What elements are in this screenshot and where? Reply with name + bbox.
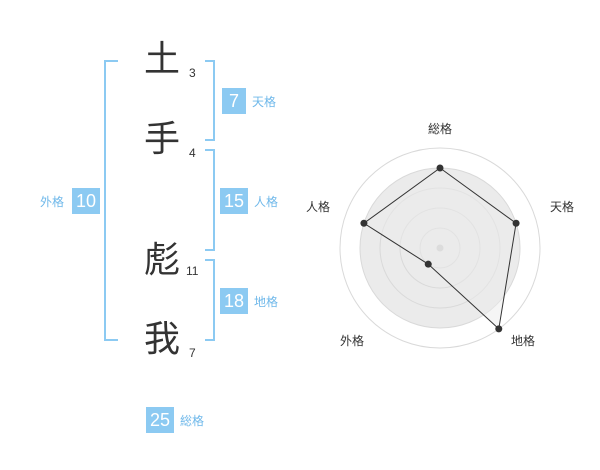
jin-bracket (205, 149, 215, 251)
sou-value-badge: 25 (146, 407, 174, 433)
stroke-count-2: 4 (189, 146, 196, 160)
gai-label: 外格 (40, 195, 65, 209)
stroke-count-4: 7 (189, 346, 196, 360)
chi-value-badge: 18 (220, 288, 248, 314)
radar-point-2 (495, 325, 503, 333)
stroke-count-3: 11 (186, 264, 199, 278)
ten-value-badge: 7 (222, 88, 246, 114)
radar-point-1 (512, 219, 520, 227)
stroke-count-1: 3 (189, 66, 196, 80)
name-char-1: 土 (144, 39, 181, 80)
radar-series-polygon (363, 167, 517, 330)
radar-ring-5 (339, 147, 541, 349)
name-char-4: 我 (144, 319, 181, 360)
chi-bracket (205, 259, 215, 341)
name-char-2: 手 (144, 119, 181, 160)
jin-value-badge: 15 (220, 188, 248, 214)
radar-label-sou: 総格 (428, 122, 453, 136)
name-char-3: 彪 (144, 240, 181, 281)
radar-label-ten: 天格 (550, 200, 575, 214)
radar-label-chi: 地格 (511, 334, 536, 348)
jin-label: 人格 (254, 195, 279, 209)
chi-label: 地格 (254, 295, 279, 309)
radar-point-4 (360, 219, 368, 227)
gai-bracket (104, 60, 118, 341)
gai-value-badge: 10 (72, 188, 100, 214)
ten-bracket (205, 60, 215, 141)
radar-label-gai: 外格 (340, 334, 365, 348)
radar-point-0 (436, 164, 444, 172)
sou-label: 総格 (180, 414, 205, 428)
radar-point-3 (424, 260, 432, 268)
ten-label: 天格 (252, 95, 277, 109)
radar-label-jin: 人格 (306, 200, 331, 214)
